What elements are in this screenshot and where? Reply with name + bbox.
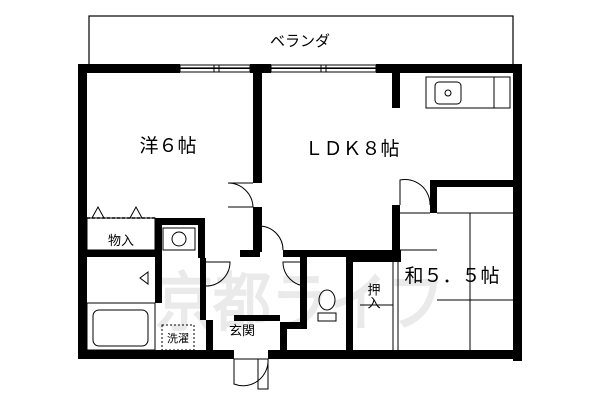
ldk-label: ＬＤＫ８帖 <box>304 138 399 160</box>
storage-closet: 物入 <box>86 205 156 251</box>
tatami-lines <box>400 212 513 350</box>
laundry-space: 洗濯 <box>161 324 195 351</box>
entrance-label: 玄関 <box>229 324 255 339</box>
japanese-room-label: 和５．５帖 <box>404 265 499 287</box>
japanese-closet <box>360 262 399 350</box>
bathtub <box>86 271 156 351</box>
closet-label: 押入 <box>365 283 381 309</box>
storage-label: 物入 <box>108 234 134 249</box>
windows <box>179 64 377 73</box>
exterior-walls <box>78 64 522 361</box>
western-room-label: 洋６帖 <box>139 135 196 157</box>
washing-machine-space <box>162 227 196 251</box>
interior-walls <box>87 73 513 350</box>
doors <box>205 179 431 390</box>
veranda: ベランダ <box>88 15 514 69</box>
kitchen-counter <box>425 76 511 109</box>
laundry-label: 洗濯 <box>167 332 189 345</box>
veranda-label: ベランダ <box>270 32 330 50</box>
toilet <box>317 289 337 322</box>
